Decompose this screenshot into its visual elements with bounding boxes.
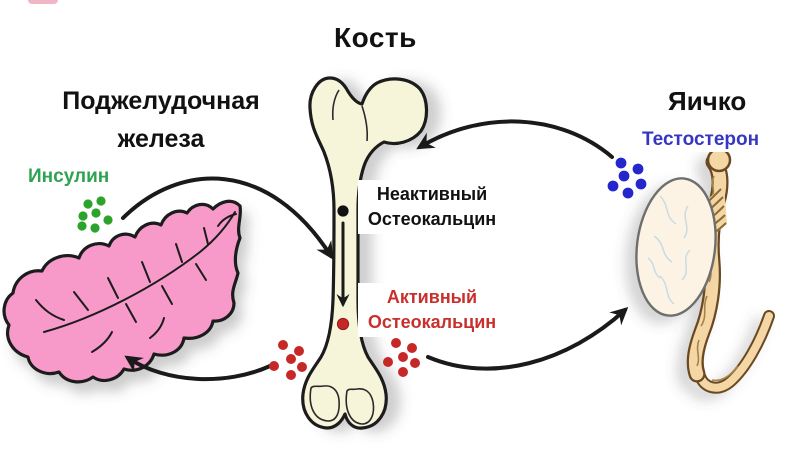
pancreas-body — [2, 199, 243, 384]
inactive-osteocalcin-line2: Остеокальцин — [367, 209, 497, 229]
testis-oval — [635, 177, 717, 317]
osteocalcin-dots-right — [383, 338, 420, 377]
insulin-dots — [77, 196, 113, 233]
pancreas-illustration — [2, 199, 243, 384]
insulin-label: Инсулин — [28, 166, 110, 187]
testosterone-dots — [607, 157, 647, 199]
pancreas-title-line1: Поджелудочная — [62, 87, 260, 115]
pancreas-duct-lines — [35, 211, 237, 353]
active-osteocalcin-line1: Активный — [386, 287, 478, 307]
bone-title: Кость — [334, 22, 417, 53]
active-osteocalcin-dot — [336, 317, 350, 331]
testis-vein-lines — [647, 195, 691, 305]
active-osteocalcin-line2: Остеокальцин — [367, 312, 497, 332]
bone-illustration — [301, 76, 429, 430]
testis-illustration — [635, 147, 775, 394]
arrow-osteocalcin-to-pancreas — [124, 355, 272, 382]
arrow-testosterone-to-bone — [416, 119, 614, 159]
arrow-insulin-to-bone — [121, 176, 334, 260]
inactive-osteocalcin-line1: Неактивный — [376, 184, 488, 204]
bone-detail-lines — [309, 89, 375, 425]
inactive-osteocalcin-dot — [337, 205, 349, 217]
pancreas-title-line2: железа — [117, 125, 205, 153]
osteocalcin-dots-left — [269, 340, 307, 380]
inactive-osteocalcin-label: Неактивный Остеокальцин — [358, 180, 506, 234]
bone-body — [301, 76, 429, 430]
corner-artifact — [28, 0, 58, 4]
testis-title: Яичко — [668, 86, 747, 116]
pancreas-title: Поджелудочная железа — [30, 82, 292, 158]
arrows — [121, 119, 629, 382]
arrow-osteocalcin-to-testis — [426, 307, 629, 371]
testosterone-label: Тестостерон — [636, 128, 766, 152]
active-osteocalcin-label: Активный Остеокальцин — [358, 283, 506, 337]
